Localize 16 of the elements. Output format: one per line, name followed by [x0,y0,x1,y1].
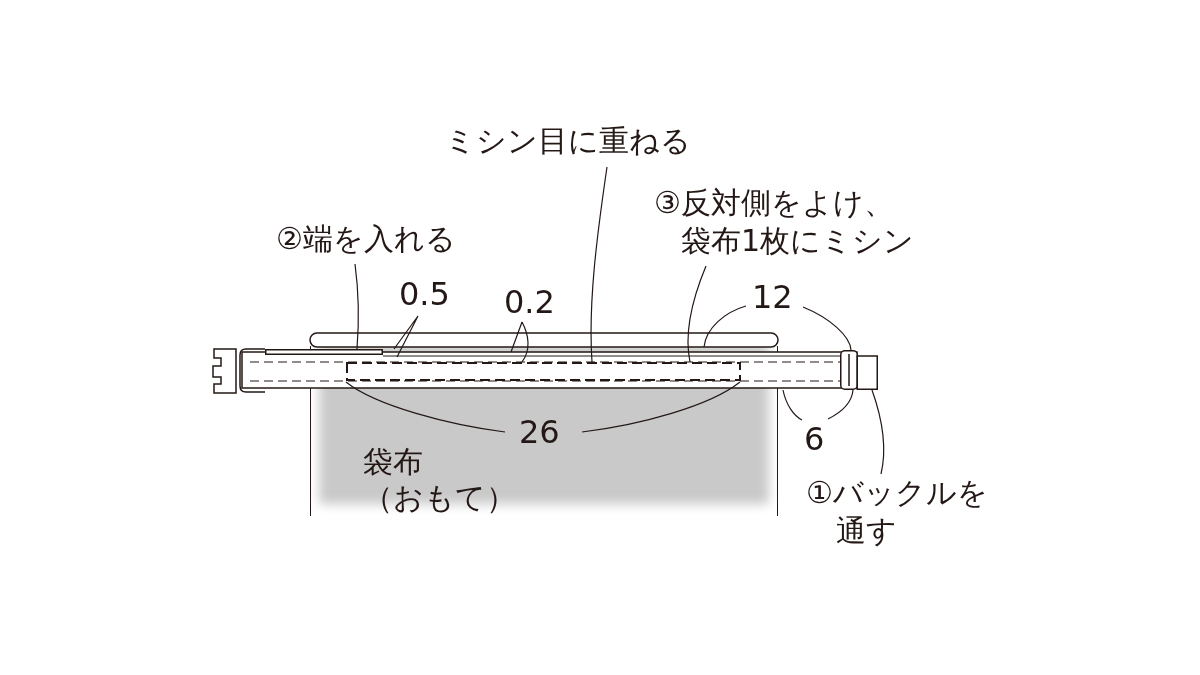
leader-line [590,166,608,363]
leader-line [354,263,359,350]
step-text: ①バックルを通す [806,474,1001,550]
step-text: ②端を入れる [276,220,456,258]
dimension-value: 0.5 [399,276,450,312]
note-text: ミシン目に重ねる [445,122,691,160]
dimension-value: 6 [804,421,825,457]
leader-line [687,265,707,363]
dimension-value: 0.2 [504,284,555,320]
strap-end [265,349,383,355]
buckle-drawing [840,350,878,390]
dimension-value: 26 [519,414,560,450]
dimension-value: 12 [752,279,793,315]
step-text: ③反対側をよけ、袋布1枚にミシン [654,184,915,260]
fabric-label: 袋布（おもて） [363,444,516,516]
leader-line [871,389,885,475]
